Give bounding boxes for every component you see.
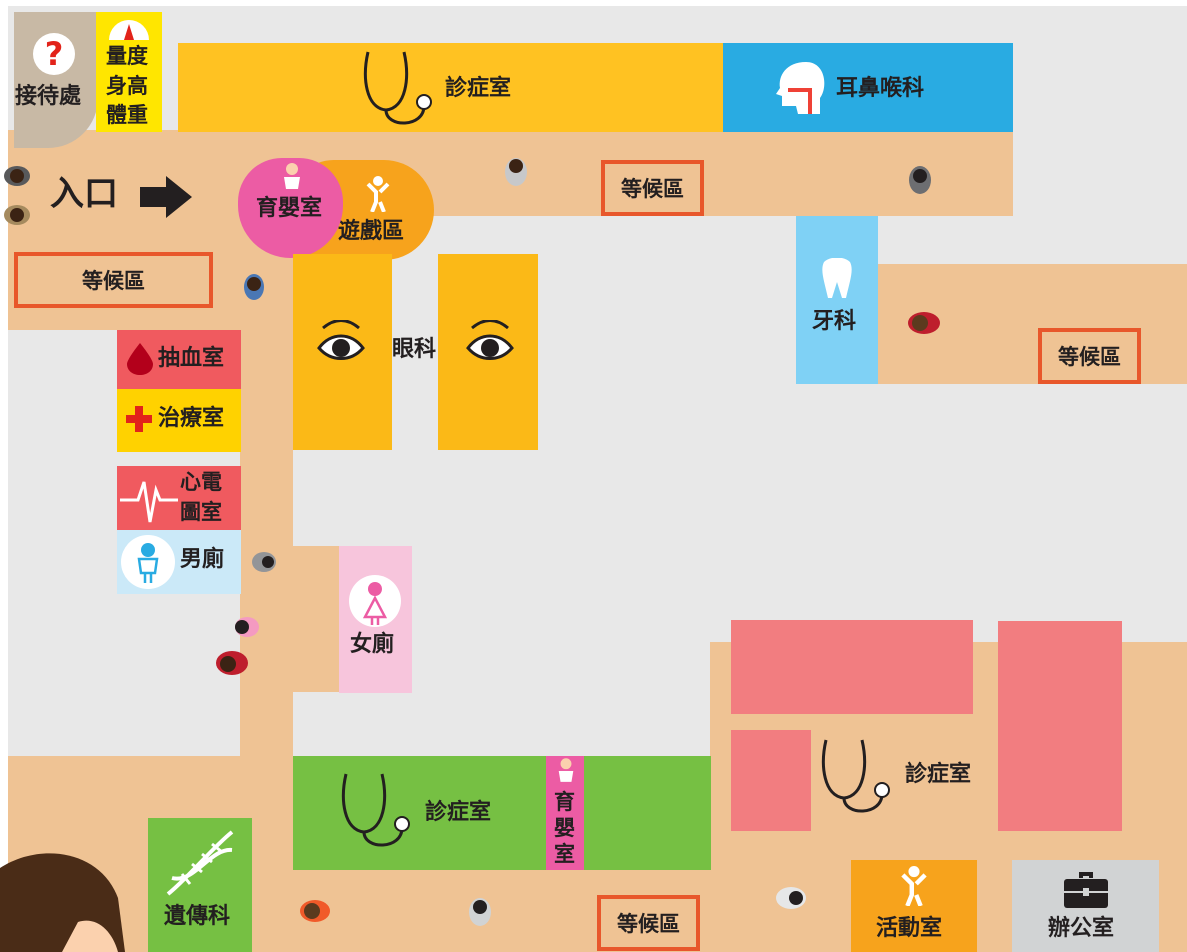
person-icon xyxy=(252,552,276,572)
genetics-label: 遺傳科 xyxy=(164,904,231,929)
genetics-room xyxy=(148,818,252,952)
blood-label: 抽血室 xyxy=(158,346,225,371)
person-icon xyxy=(0,853,125,952)
clinic-coral-top xyxy=(731,620,973,714)
ecg-wave-icon xyxy=(120,481,178,523)
waiting-area-left: 等候區 xyxy=(14,252,213,308)
dental-room xyxy=(796,216,878,384)
baby-icon xyxy=(284,163,300,189)
clinic-coral-right xyxy=(998,621,1122,831)
waiting-area-bottom: 等候區 xyxy=(597,895,700,951)
person-icon xyxy=(908,312,940,334)
child-play-icon xyxy=(901,866,927,906)
dna-icon xyxy=(166,830,234,896)
clinic-label-coral: 診症室 xyxy=(905,762,972,787)
activity-label: 活動室 xyxy=(876,916,943,941)
office-label: 辦公室 xyxy=(1048,916,1115,941)
women-label: 女廁 xyxy=(350,632,395,657)
stethoscope-icon xyxy=(364,51,432,125)
entrance-label: 入口 xyxy=(50,174,118,214)
person-icon xyxy=(909,166,931,194)
person-icon xyxy=(300,900,330,922)
person-icon xyxy=(235,617,259,637)
measure-label-3: 體重 xyxy=(106,103,148,127)
clinic-coral-left xyxy=(731,730,811,831)
clinic-room-top xyxy=(178,43,723,132)
measure-label-2: 身高 xyxy=(106,74,148,98)
scale-icon xyxy=(109,20,149,40)
waiting-area-top: 等候區 xyxy=(601,160,704,216)
floor-corridor-mid xyxy=(293,546,343,692)
blood-drop-icon xyxy=(127,343,153,375)
person-icon xyxy=(244,274,264,300)
eye-icon xyxy=(317,320,365,360)
ecg-label-2: 圖室 xyxy=(180,500,222,524)
floor-top-gap xyxy=(178,12,723,44)
person-icon xyxy=(505,158,527,186)
ent-label: 耳鼻喉科 xyxy=(836,76,925,101)
person-icon xyxy=(4,166,30,186)
clinic-label-green: 診症室 xyxy=(425,800,492,825)
men-label: 男廁 xyxy=(180,547,225,572)
stethoscope-icon xyxy=(822,739,890,813)
nursery-vertical-1: 育 xyxy=(554,790,575,814)
nursery-vertical-2: 嬰 xyxy=(554,816,575,840)
reception-label: 接待處 xyxy=(15,84,82,109)
briefcase-icon xyxy=(1064,872,1108,908)
person-icon xyxy=(4,205,30,225)
stethoscope-icon xyxy=(342,773,410,847)
eye-label: 眼科 xyxy=(392,337,437,362)
ent-room xyxy=(723,43,1013,132)
dental-label: 牙科 xyxy=(812,309,857,334)
waiting-area-right: 等候區 xyxy=(1038,328,1141,384)
red-cross-icon xyxy=(126,406,152,432)
baby-icon xyxy=(558,758,574,782)
person-icon xyxy=(776,887,806,909)
woman-icon xyxy=(349,575,401,627)
play-label: 遊戲區 xyxy=(338,219,405,244)
child-play-icon xyxy=(366,176,390,212)
head-profile-icon xyxy=(776,62,825,114)
man-icon xyxy=(121,535,175,589)
tooth-icon xyxy=(822,258,852,298)
person-icon xyxy=(216,651,248,675)
clinic-room-green xyxy=(293,756,711,870)
measure-label-1: 量度 xyxy=(106,44,148,68)
nursery-vertical-3: 室 xyxy=(554,842,575,866)
ecg-label-1: 心電 xyxy=(180,470,222,494)
question-icon: ? xyxy=(33,33,75,75)
clinic-label-top: 診症室 xyxy=(445,76,512,101)
nursery-label: 育嬰室 xyxy=(256,196,323,221)
treatment-label: 治療室 xyxy=(158,406,225,431)
person-icon xyxy=(469,898,491,926)
arrow-right-icon xyxy=(140,176,192,218)
eye-icon xyxy=(466,320,514,360)
